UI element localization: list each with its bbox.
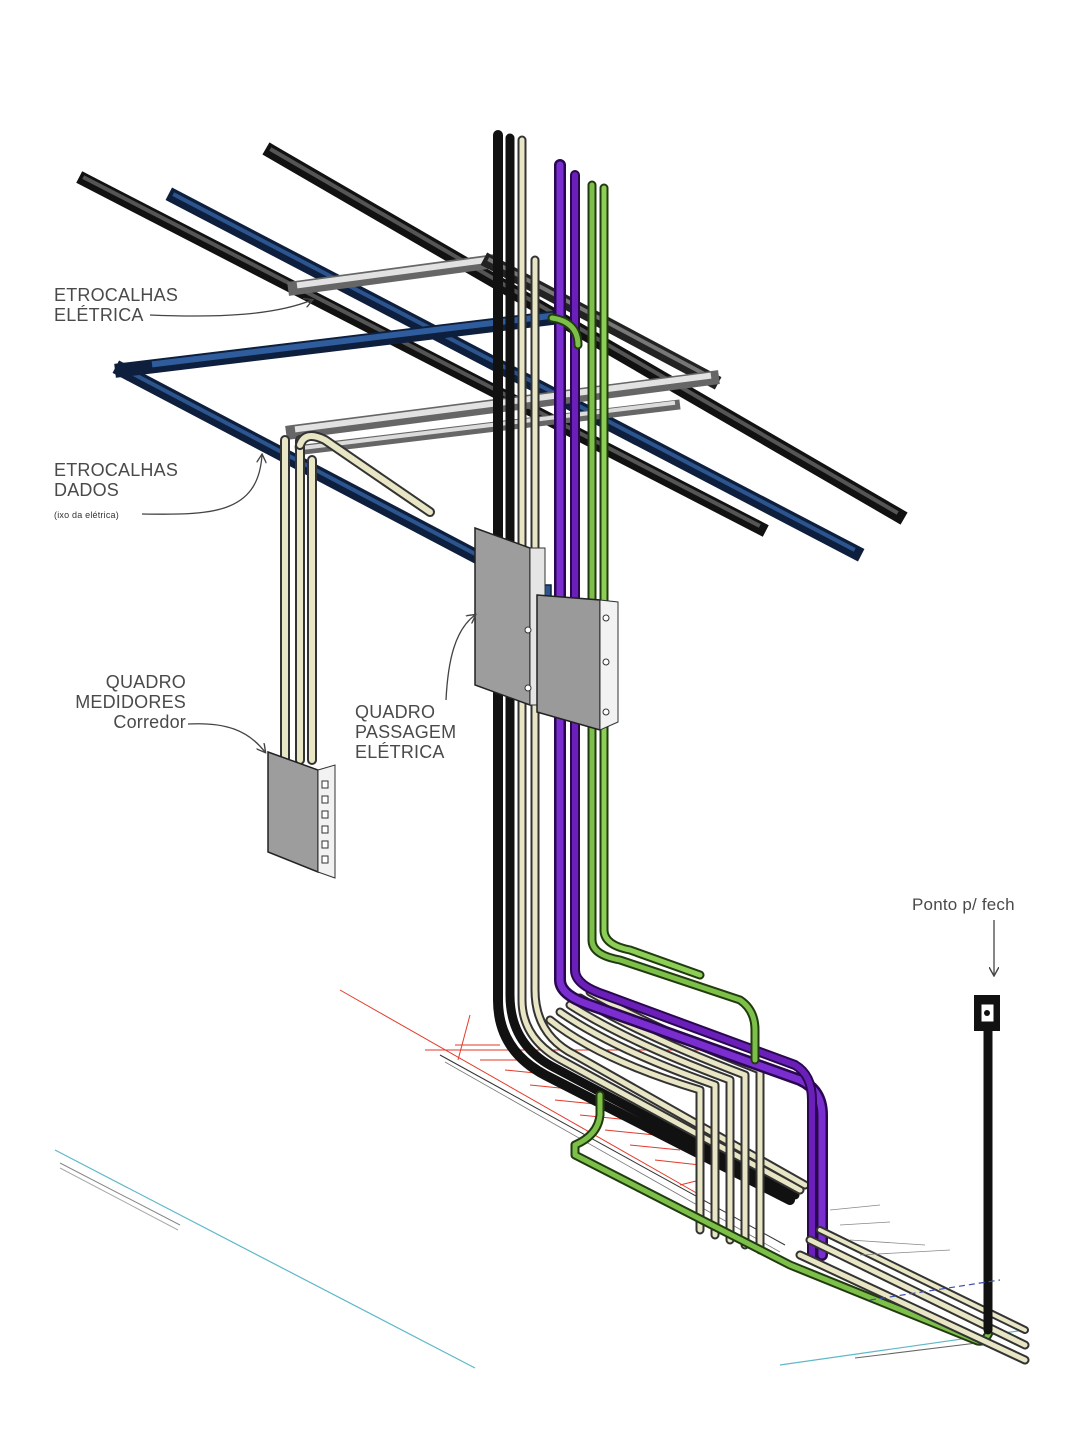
quadro-passagem-panel [474, 526, 619, 731]
label-etrocalhas-dados-line2: DADOS [54, 480, 120, 500]
label-etrocalhas-eletrica-line1: ETROCALHAS [54, 285, 179, 305]
label-quadro-passagem-line1: QUADRO [355, 702, 436, 722]
floor-lines [54, 1054, 1026, 1369]
annotation-leaders [141, 300, 994, 975]
leader-etrocalhas-dados [141, 455, 262, 515]
label-quadro-medidores-line1: QUADRO [105, 672, 186, 692]
label-quadro-medidores-line2: MEDIDORES [75, 692, 186, 712]
label-quadro-passagem-line2: PASSAGEM [355, 722, 457, 742]
floor-dashed [829, 1204, 1001, 1301]
label-quadro-medidores-line3: Corredor [113, 712, 186, 732]
label-etrocalhas-eletrica-line2: ELÉTRICA [54, 305, 144, 325]
label-etrocalhas-dados-note: (ixo da elétrica) [54, 510, 119, 520]
label-quadro-passagem: QUADRO PASSAGEM ELÉTRICA [355, 702, 456, 762]
label-etrocalhas-dados: ETROCALHAS DADOS [54, 460, 178, 500]
leader-quadro-medidores [187, 723, 265, 752]
quadro-medidores-panel [267, 750, 336, 879]
label-ponto-fech: Ponto p/ fech [912, 895, 1015, 914]
label-etrocalhas-dados-line1: ETROCALHAS [54, 460, 179, 480]
ponto-fech-box [974, 995, 1000, 1031]
label-etrocalhas-eletrica: ETROCALHAS ELÉTRICA [54, 285, 178, 325]
cable-trays [76, 142, 908, 600]
conduits [280, 130, 1030, 1365]
label-quadro-passagem-line3: ELÉTRICA [355, 742, 445, 762]
leader-quadro-passagem [445, 615, 475, 701]
label-quadro-medidores: QUADRO MEDIDORES Corredor [60, 672, 186, 732]
leader-etrocalhas-eletrica [149, 300, 312, 317]
